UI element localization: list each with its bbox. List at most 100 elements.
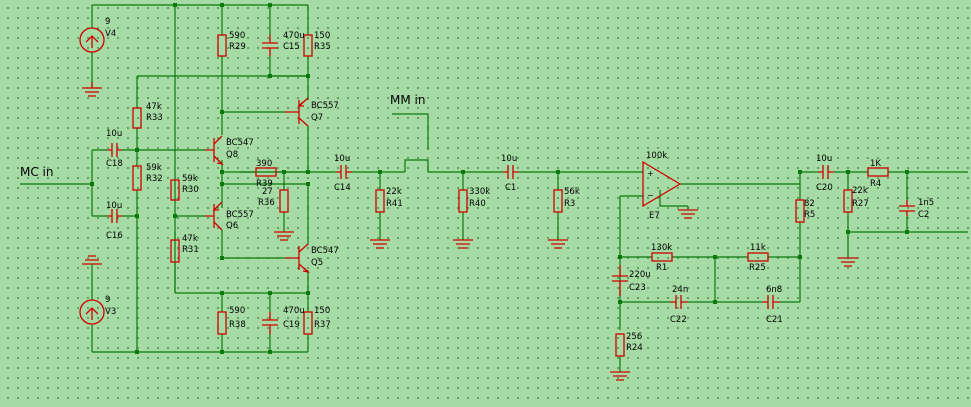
- component-label: Q5: [311, 258, 323, 268]
- component-label: 22k: [386, 187, 402, 197]
- component-label: C15: [283, 42, 300, 52]
- resistor-r5: 82 R5: [795, 199, 815, 223]
- component-label: 1K: [870, 159, 881, 169]
- component-label: C16: [106, 231, 123, 241]
- component-label: Q6: [226, 221, 238, 231]
- component-label: C22: [670, 315, 687, 325]
- capacitor-c15: 470u C15: [262, 31, 305, 56]
- ground-icon: [274, 231, 294, 241]
- resistor-r39: 390 R39: [255, 159, 277, 189]
- component-label: C14: [334, 183, 351, 193]
- component-label: C23: [629, 283, 646, 293]
- capacitor-c18: 10u C18: [106, 129, 123, 169]
- mm-input-label: MM in: [390, 93, 425, 107]
- component-label: 59k: [146, 163, 162, 173]
- source-v3: 9 V3: [79, 295, 116, 325]
- ground-icon: [370, 239, 390, 249]
- component-label: 470u: [283, 31, 305, 41]
- source-value: 9: [105, 295, 110, 305]
- resistor-r24: 256 R24: [615, 332, 643, 357]
- component-label: C1: [505, 183, 516, 193]
- component-label: 150: [314, 31, 330, 41]
- source-ref: V4: [105, 29, 116, 39]
- component-label: 330k: [469, 187, 490, 197]
- resistor-r31: 47k R31: [170, 234, 199, 263]
- component-label: E7: [649, 211, 660, 221]
- component-label: 47k: [146, 102, 162, 112]
- component-label: 56k: [564, 187, 580, 197]
- component-label: 590: [229, 306, 245, 316]
- component-label: 27: [262, 187, 273, 197]
- resistor-r40: 330k R40: [458, 187, 490, 213]
- component-label: R25: [749, 263, 766, 273]
- component-label: BC547: [311, 246, 339, 256]
- capacitor-c20: 10u C20: [816, 154, 834, 193]
- component-label: R32: [146, 174, 163, 184]
- resistor-r25: 11k R25: [747, 243, 769, 273]
- source-value: 9: [105, 17, 110, 27]
- component-label: 11k: [750, 243, 766, 253]
- resistor-r4: 1K R4: [867, 159, 889, 189]
- resistor-r29: 590 R29: [217, 31, 246, 57]
- component-label: 6n8: [766, 285, 782, 295]
- component-label: R36: [258, 198, 275, 208]
- component-label: 100k: [646, 151, 667, 161]
- capacitor-c16: 10u C16: [106, 201, 123, 241]
- component-label: 150: [314, 306, 330, 316]
- component-label: R5: [804, 210, 815, 220]
- capacitor-c21: 6n8 C21: [762, 285, 783, 325]
- component-label: C20: [816, 183, 833, 193]
- component-label: 10u: [334, 154, 350, 164]
- component-label: R4: [870, 179, 881, 189]
- resistor-r27: 22k R27: [843, 186, 869, 213]
- component-label: 256: [626, 332, 642, 342]
- component-label: 130k: [651, 243, 672, 253]
- component-label: 82: [804, 199, 815, 209]
- component-label: 10u: [106, 201, 122, 211]
- component-label: 24n: [672, 285, 688, 295]
- source-ref: V3: [105, 307, 116, 317]
- component-label: 47k: [182, 234, 198, 244]
- component-label: BC557: [311, 101, 339, 111]
- component-label: 470u: [283, 306, 305, 316]
- ground-symbols: [82, 82, 858, 381]
- component-label: 10u: [501, 154, 517, 164]
- component-label: C18: [106, 159, 123, 169]
- component-label: 10u: [106, 129, 122, 139]
- resistor-r30: 59k R30: [170, 174, 199, 201]
- resistor-r38: 590 R38: [217, 306, 246, 335]
- component-label: R31: [182, 245, 199, 255]
- component-label: 59k: [182, 174, 198, 184]
- component-label: 220u: [629, 270, 651, 280]
- resistor-r32: 59k R32: [132, 163, 163, 191]
- ground-icon: [82, 82, 102, 97]
- component-label: R41: [386, 199, 403, 209]
- component-label: R30: [182, 185, 199, 195]
- resistor-r36: 27 R36: [258, 187, 289, 213]
- component-label: R29: [229, 42, 246, 52]
- wires: [20, 4, 968, 372]
- component-label: 590: [229, 31, 245, 41]
- resistor-r35: 150 R35: [303, 31, 331, 57]
- resistor-r3: 56k R3: [553, 187, 580, 213]
- component-label: R33: [146, 113, 163, 123]
- ground-icon: [838, 257, 858, 267]
- component-label: 22k: [852, 186, 868, 196]
- component-label: R39: [256, 179, 273, 189]
- component-label: R3: [564, 199, 575, 209]
- component-label: R37: [314, 320, 331, 330]
- component-label: R38: [229, 320, 246, 330]
- opamp-e7: + − 100k E7: [642, 151, 682, 221]
- component-label: 10u: [816, 154, 832, 164]
- transistor-q7: BC557 Q7: [285, 97, 339, 127]
- component-label: R35: [314, 42, 331, 52]
- component-label: R24: [626, 343, 643, 353]
- resistor-r33: 47k R33: [132, 102, 163, 129]
- component-label: C2: [918, 210, 929, 220]
- junctions: [90, 3, 909, 354]
- component-label: Q7: [311, 113, 323, 123]
- capacitor-c22: 24n C22: [670, 285, 688, 325]
- transistor-q8: BC547 Q8: [205, 135, 254, 166]
